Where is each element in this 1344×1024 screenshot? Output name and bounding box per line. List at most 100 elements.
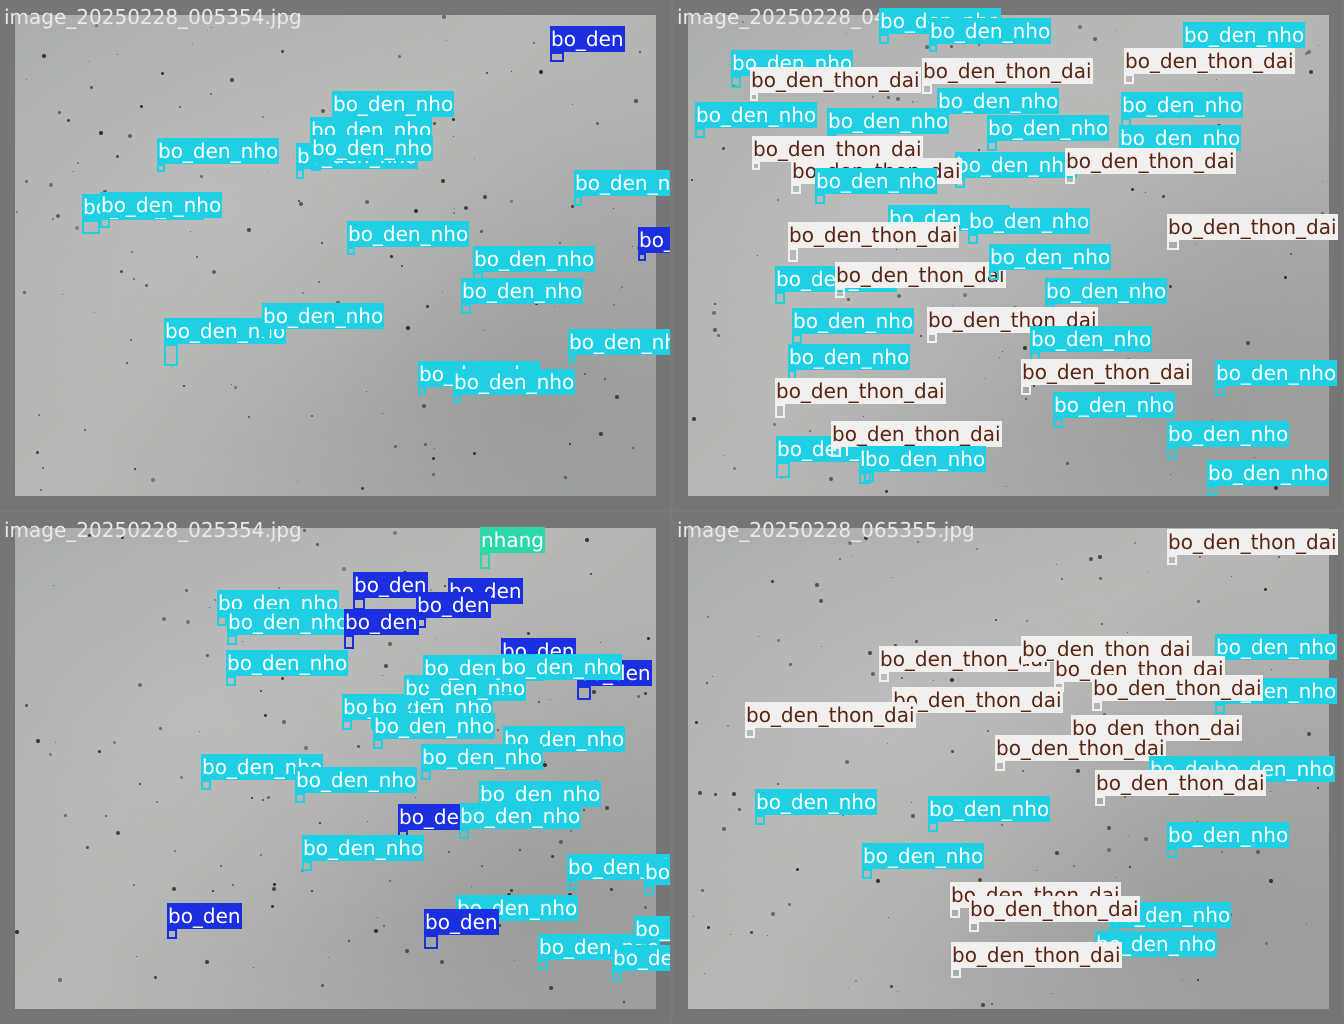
detection-label: bo_den_thon_dai — [1124, 48, 1295, 74]
speck — [559, 242, 561, 244]
speck — [951, 750, 954, 753]
speck — [303, 529, 306, 532]
bounding-box — [217, 616, 227, 626]
speck — [211, 27, 212, 28]
speck — [981, 1003, 985, 1007]
speck — [544, 761, 545, 762]
speck — [583, 809, 585, 811]
speck — [361, 487, 364, 490]
speck — [1269, 879, 1273, 883]
bounding-box — [792, 334, 802, 344]
speck — [180, 776, 183, 779]
speck — [474, 158, 475, 159]
speck — [1056, 564, 1057, 565]
speck — [206, 654, 209, 657]
speck — [251, 797, 253, 799]
speck — [1128, 835, 1129, 836]
speck — [1208, 796, 1209, 797]
speck — [846, 33, 847, 34]
speck — [600, 642, 601, 643]
detection-label: bo_den_nho — [302, 835, 425, 861]
speck — [1061, 578, 1063, 580]
bounding-box — [989, 270, 999, 280]
speck — [366, 391, 367, 392]
speck — [644, 692, 647, 695]
speck — [925, 45, 929, 49]
bounding-box — [568, 355, 576, 363]
speck — [159, 727, 162, 730]
speck — [393, 531, 397, 535]
speck — [442, 292, 443, 293]
speck — [145, 284, 148, 287]
speck — [321, 109, 325, 113]
speck — [174, 850, 176, 852]
speck — [933, 680, 934, 681]
detection-label: bo_den — [353, 572, 428, 598]
speck — [199, 731, 200, 732]
bounding-box — [295, 793, 305, 803]
detection-label: bo_den_nho — [1167, 421, 1290, 447]
detection-label: bo_den_nho — [1215, 634, 1338, 660]
speck — [978, 44, 980, 46]
speck — [572, 104, 573, 105]
speck — [888, 917, 889, 918]
speck — [887, 743, 888, 744]
speck — [192, 44, 193, 45]
speck — [440, 960, 444, 964]
speck — [1231, 576, 1232, 577]
speck — [293, 153, 294, 154]
bounding-box — [927, 333, 937, 343]
speck — [64, 814, 67, 817]
speck — [481, 865, 483, 867]
speck — [190, 231, 191, 232]
speck — [212, 890, 214, 892]
speck — [432, 457, 435, 460]
speck — [733, 467, 736, 470]
speck — [473, 452, 476, 455]
speck — [113, 741, 116, 744]
speck — [200, 175, 203, 178]
detection-label: bo_den_nho — [373, 713, 496, 739]
speck — [186, 620, 190, 624]
speck — [707, 926, 710, 929]
speck — [483, 195, 487, 199]
speck — [1066, 462, 1069, 465]
speck — [15, 930, 19, 934]
speck — [88, 61, 89, 62]
speck — [621, 286, 623, 288]
speck — [140, 105, 143, 108]
detection-label: bo_den_thon_dai — [775, 378, 946, 404]
speck — [890, 985, 893, 988]
speck — [441, 179, 445, 183]
speck — [1290, 253, 1292, 255]
speck — [511, 71, 512, 72]
detection-label: bo_den_nho — [644, 859, 670, 885]
speck — [987, 730, 989, 732]
bounding-box — [835, 288, 845, 298]
speck — [171, 367, 172, 368]
speck — [950, 45, 953, 48]
speck — [1195, 244, 1196, 245]
detection-label: bo_den_thon_dai — [835, 262, 1006, 288]
speck — [321, 984, 324, 987]
bounding-box — [1092, 701, 1102, 711]
speck — [706, 682, 708, 684]
detection-label: bo_den_nho — [262, 303, 385, 329]
detection-label: bo_den_nho — [989, 244, 1112, 270]
speck — [707, 616, 709, 618]
speck — [273, 883, 276, 886]
speck — [156, 801, 158, 803]
speck — [976, 548, 978, 550]
speck — [1309, 70, 1313, 74]
speck — [845, 760, 849, 764]
bounding-box — [342, 720, 352, 730]
speck — [1197, 979, 1199, 981]
speck — [196, 256, 198, 258]
speck — [367, 821, 368, 822]
speck — [383, 925, 385, 927]
detection-label: bo_den_nho — [1207, 460, 1330, 486]
speck — [596, 122, 599, 125]
speck — [49, 183, 53, 187]
detection-label: bo_den_nho — [929, 18, 1052, 44]
speck — [771, 580, 774, 583]
